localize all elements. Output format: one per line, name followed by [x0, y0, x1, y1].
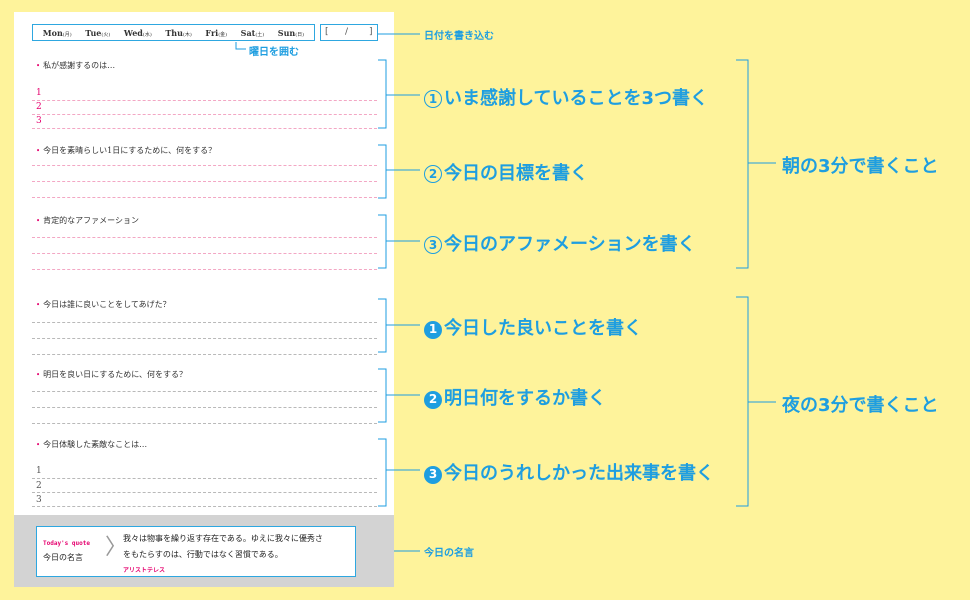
write-line[interactable] — [32, 338, 377, 339]
write-line[interactable] — [32, 165, 377, 166]
section-good-deed: •今日は誰に良いことをしてあげた？ — [32, 299, 377, 355]
section-title: •今日は誰に良いことをしてあげた？ — [36, 300, 171, 309]
write-line[interactable] — [32, 269, 377, 270]
day-wed[interactable]: Wed(水) — [123, 27, 152, 38]
day-tue[interactable]: Tue(火) — [85, 27, 111, 38]
write-line[interactable] — [32, 492, 377, 493]
chevron-right-icon: 〉 — [105, 535, 128, 560]
write-line[interactable] — [32, 237, 377, 238]
weekday-selector: Mon(月) Tue(火) Wed(水) Thu(木) Fri(金) Sat(土… — [32, 24, 315, 41]
write-line[interactable] — [32, 253, 377, 254]
day-sun[interactable]: Sun(日) — [277, 27, 305, 38]
quote-text-line2: をもたらすのは、行動ではなく習慣である。 — [123, 550, 283, 559]
quote-area: Today's quote 今日の名言 〉 我々は物事を繰り返す存在である。ゆえ… — [14, 515, 394, 587]
section-title: •今日体験した素敵なことは… — [36, 440, 148, 449]
write-line[interactable] — [32, 322, 377, 323]
quote-text-line1: 我々は物事を繰り返す存在である。ゆえに我々に優秀さ — [123, 534, 323, 543]
day-sat[interactable]: Sat(土) — [240, 27, 265, 38]
annotation-night: 夜の3分で書くこと — [782, 395, 939, 416]
section-title: •肯定的なアファメーション — [36, 216, 139, 225]
section-gratitude: •私が感謝するのは… 1 2 3 — [32, 60, 377, 129]
annotation-weekday: 曜日を囲む — [249, 47, 299, 58]
write-line[interactable] — [32, 128, 377, 129]
write-line[interactable] — [32, 181, 377, 182]
write-line[interactable] — [32, 478, 377, 479]
write-line[interactable] — [32, 506, 377, 507]
section-title: •私が感謝するのは… — [36, 61, 116, 70]
annotation-date: 日付を書き込む — [424, 31, 494, 42]
day-thu[interactable]: Thu(木) — [165, 27, 192, 38]
journal-page: Mon(月) Tue(火) Wed(水) Thu(木) Fri(金) Sat(土… — [14, 12, 394, 587]
write-line[interactable] — [32, 100, 377, 101]
quote-author: アリストテレス — [123, 567, 166, 574]
write-line[interactable] — [32, 197, 377, 198]
quote-label-ja: 今日の名言 — [43, 553, 83, 562]
write-line[interactable] — [32, 391, 377, 392]
annotation-quote: 今日の名言 — [424, 548, 474, 559]
section-goal: •今日を素晴らしい1日にするために、何をする？ — [32, 145, 377, 198]
date-field[interactable]: [ / ] — [320, 24, 378, 41]
quote-label-en: Today's quote — [43, 540, 90, 547]
day-mon[interactable]: Mon(月) — [42, 27, 72, 38]
annotation-morning: 朝の3分で書くこと — [782, 156, 939, 177]
write-line[interactable] — [32, 354, 377, 355]
section-title: •明日を良い日にするために、何をする？ — [36, 370, 187, 379]
day-fri[interactable]: Fri(金) — [205, 27, 228, 38]
section-affirmation: •肯定的なアファメーション — [32, 215, 377, 270]
write-line[interactable] — [32, 423, 377, 424]
section-title: •今日を素晴らしい1日にするために、何をする？ — [36, 146, 217, 155]
write-line[interactable] — [32, 114, 377, 115]
section-tomorrow: •明日を良い日にするために、何をする？ — [32, 369, 377, 424]
quote-box: Today's quote 今日の名言 〉 我々は物事を繰り返す存在である。ゆえ… — [36, 526, 356, 577]
write-line[interactable] — [32, 407, 377, 408]
section-happy-events: •今日体験した素敵なことは… 1 2 3 — [32, 439, 377, 507]
